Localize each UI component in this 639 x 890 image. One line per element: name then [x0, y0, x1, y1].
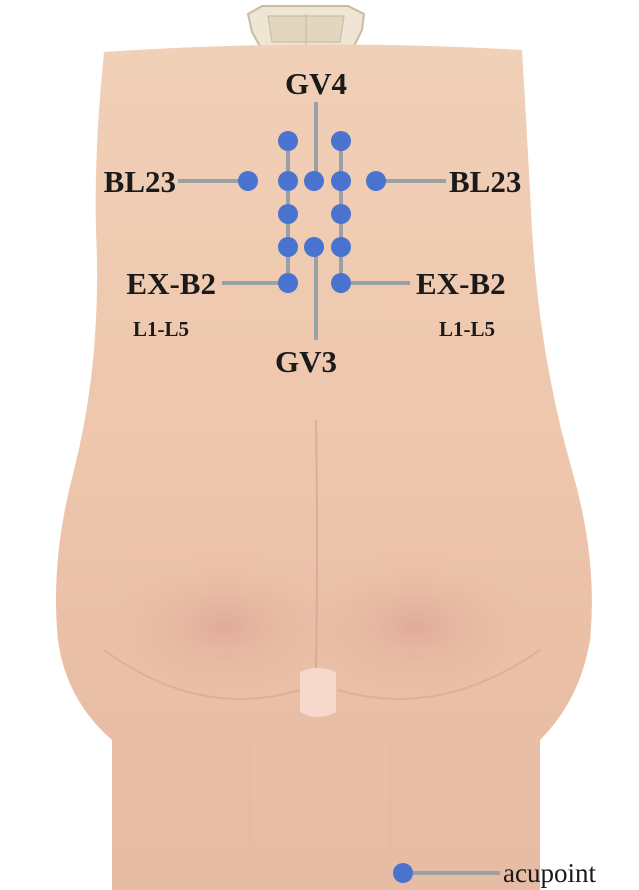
acupoint-exb2-left-l4: [278, 237, 298, 257]
acupoint-gv3: [304, 237, 324, 257]
label-range-right: L1-L5: [439, 317, 495, 341]
acupoint-gv4: [304, 171, 324, 191]
label-gv3: GV3: [275, 344, 337, 379]
label-range-left: L1-L5: [133, 317, 189, 341]
acupoint-exb2-left-l5: [278, 273, 298, 293]
vertebra-stub: [248, 6, 364, 50]
acupoint-exb2-left-l3: [278, 204, 298, 224]
acupoint-bl23-right: [366, 171, 386, 191]
label-bl23-left: BL23: [104, 164, 176, 199]
label-exb2-left: EX-B2: [126, 266, 216, 301]
label-exb2-right: EX-B2: [416, 266, 506, 301]
label-bl23-right: BL23: [449, 164, 521, 199]
acupoint-bl23-left: [238, 171, 258, 191]
label-gv4: GV4: [285, 66, 347, 101]
acupoint-exb2-left-l1: [278, 131, 298, 151]
acupoint-exb2-right-l5: [331, 273, 351, 293]
acupoint-exb2-right-l4: [331, 237, 351, 257]
acupoint-exb2-left-l2: [278, 171, 298, 191]
acupoint-exb2-right-l2: [331, 171, 351, 191]
legend-acupoint-icon: [393, 863, 413, 883]
acupoint-exb2-right-l1: [331, 131, 351, 151]
legend-label: acupoint: [503, 858, 596, 888]
acupoint-exb2-right-l3: [331, 204, 351, 224]
